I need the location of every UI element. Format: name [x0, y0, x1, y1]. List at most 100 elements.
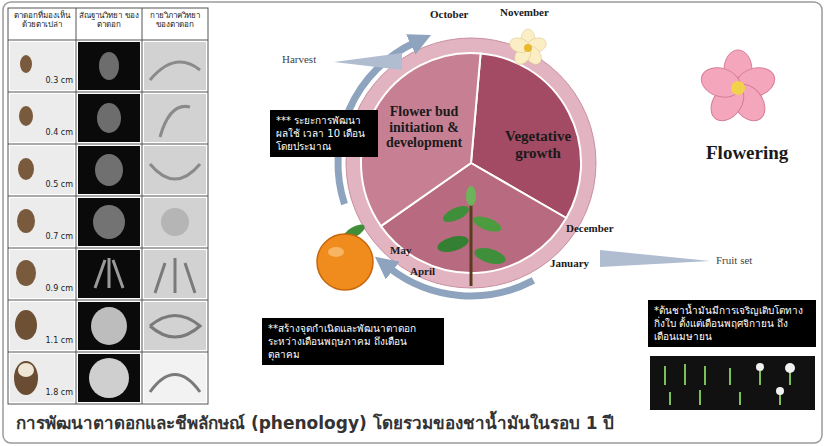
petal — [18, 363, 34, 377]
tissue — [150, 164, 200, 179]
seedling — [436, 186, 508, 286]
bud-photo — [10, 42, 74, 90]
bud-photo — [10, 94, 74, 142]
note-box: *ต้นชาน้ำมันมีการเจริญเติบโตทางกิ่งใบ ตั… — [648, 300, 816, 347]
leaf — [473, 245, 508, 267]
table-row — [10, 250, 206, 298]
wheel-ring — [346, 38, 596, 288]
morphology-photo — [78, 250, 140, 298]
bud-size: 0.4 cm — [40, 128, 73, 137]
bud — [16, 260, 36, 286]
fruit-shine — [328, 247, 344, 257]
flower-center — [731, 81, 745, 95]
bud-size: 0.3 cm — [40, 76, 73, 85]
anatomy-photo — [144, 146, 206, 194]
column-header: ตาดอกที่มองเห็น ด้วยตาเปล่า — [10, 11, 74, 29]
column-header: สัณฐานวิทยา ของตาดอก — [78, 11, 140, 29]
stage-sector-label: Flower bud initiation & development — [378, 104, 470, 152]
morphology-photo — [78, 354, 140, 402]
frame — [3, 2, 822, 443]
morphology-photo — [78, 146, 140, 194]
bud-section — [95, 154, 123, 186]
bud — [17, 209, 35, 233]
morphology-photo — [78, 94, 140, 142]
table-row — [10, 94, 206, 142]
month-label: October — [430, 8, 468, 21]
caption: การพัฒนาตาดอกและชีพลักษณ์ (phenology) โด… — [16, 413, 614, 433]
stem — [470, 198, 473, 286]
flower-dot — [756, 363, 764, 371]
tissue — [155, 258, 195, 293]
fruit — [317, 222, 373, 290]
bud — [19, 106, 33, 126]
stage-label: Harvest — [282, 53, 316, 66]
month-label: November — [500, 6, 549, 19]
table-row — [10, 146, 206, 194]
tissue — [161, 208, 189, 236]
flower — [508, 29, 548, 67]
bud-section — [93, 205, 125, 239]
bud-section — [97, 103, 121, 133]
bud-size: 1.1 cm — [40, 336, 73, 345]
bud-photo — [10, 302, 74, 350]
harvest-wedge — [334, 53, 402, 70]
flower-dot — [785, 363, 795, 373]
anatomy-photo — [144, 354, 206, 402]
bud-size: 0.9 cm — [40, 284, 73, 293]
stage-sector-label: Vegetative growth — [497, 128, 579, 162]
anatomy-photo — [144, 302, 206, 350]
flower-bud-sector — [361, 53, 481, 226]
tissue — [150, 375, 200, 393]
bud-section — [91, 307, 127, 345]
petal — [698, 63, 745, 102]
anatomy-photo — [144, 42, 206, 90]
growth-photo — [650, 356, 815, 410]
node-text: **สร้างจุดกำเนิดและพัฒนาตาดอก ระหว่างเดื… — [268, 322, 438, 361]
stage-label: Flowering — [706, 142, 788, 164]
month-label: May — [390, 244, 411, 257]
anatomy-photo — [144, 250, 206, 298]
leaf — [436, 233, 471, 255]
morphology-photo — [78, 302, 140, 350]
table-row — [10, 42, 206, 90]
tissue — [150, 62, 200, 80]
table-row — [10, 302, 206, 350]
photo-ground — [650, 356, 815, 410]
bud — [15, 310, 37, 340]
bud-size: 0.7 cm — [40, 232, 73, 241]
tissue — [160, 106, 190, 137]
table-row — [10, 354, 206, 402]
table-grid — [8, 8, 208, 404]
node-text: *ต้นชาน้ำมันมีการเจริญเติบโตทางกิ่งใบ ตั… — [654, 304, 810, 343]
fruit-body — [317, 234, 373, 290]
stage-label: Fruit set — [716, 254, 752, 267]
bud-size: 1.8 cm — [40, 388, 73, 397]
fruit-set-wedge — [600, 250, 710, 267]
node-text: Vegetative growth — [497, 128, 579, 162]
bud-section — [89, 358, 129, 398]
morphology-photo — [78, 42, 140, 90]
month-label: April — [410, 265, 435, 278]
anatomy-photo — [144, 198, 206, 246]
flower — [698, 50, 779, 127]
leaf — [441, 203, 471, 226]
bud-photo — [10, 354, 74, 402]
shoots — [665, 364, 790, 405]
anatomy-photo — [144, 94, 206, 142]
leaf — [466, 186, 476, 206]
month-label: December — [566, 222, 614, 235]
node-text: *** ระยะการพัฒนาผลใช้ เวลา 10 เดือนโดยปร… — [276, 114, 372, 153]
bud — [18, 158, 34, 180]
leaf — [471, 213, 503, 235]
month-label: January — [550, 257, 589, 270]
table-frame — [8, 8, 208, 404]
bud-table — [8, 8, 208, 404]
bud-photo — [10, 146, 74, 194]
morphology-photo — [78, 198, 140, 246]
phenology-wheel — [334, 38, 710, 296]
note-box: **สร้างจุดกำเนิดและพัฒนาตาดอก ระหว่างเดื… — [262, 318, 444, 365]
petal — [508, 35, 531, 54]
